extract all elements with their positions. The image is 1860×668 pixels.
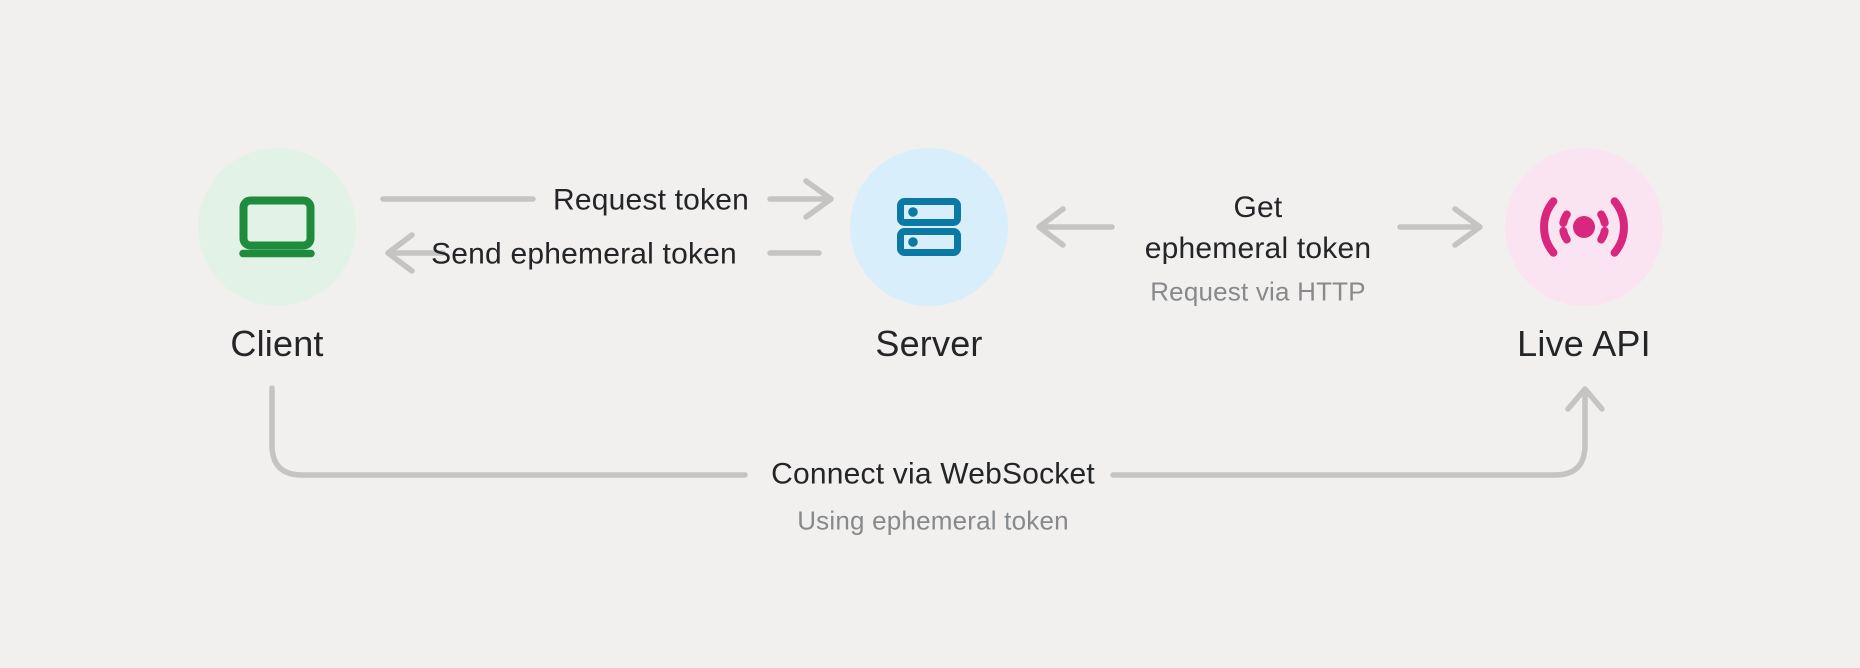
edge-sublabel-using-ephemeral-token: Using ephemeral token: [797, 505, 1069, 536]
node-label-client: Client: [230, 323, 324, 364]
edge-label-request-token: Request token: [552, 183, 750, 217]
edge-label-connect-via-websocket: Connect via WebSocket: [771, 457, 1095, 491]
get-token-right-arrowhead: [1397, 206, 1483, 248]
edge-label-get-ephemeral-token: Get ephemeral token: [1144, 191, 1372, 265]
get-token-left-arrowhead: [1036, 206, 1115, 248]
websocket-arrowhead: [1110, 386, 1605, 478]
websocket-line-left: [269, 385, 748, 478]
node-label-live-api: Live API: [1517, 323, 1651, 364]
live-api-circle: [1505, 148, 1663, 306]
node-label-server: Server: [875, 323, 983, 364]
server-icon: [897, 198, 961, 256]
request-token-arrowhead: [767, 178, 834, 220]
broadcast-icon: [1540, 197, 1628, 257]
client-circle: [198, 148, 356, 306]
laptop-icon: [239, 196, 315, 258]
edge-label-send-ephemeral-token: Send ephemeral token: [431, 237, 737, 271]
server-circle: [850, 148, 1008, 306]
edge-sublabel-request-via-http: Request via HTTP: [1150, 276, 1366, 307]
